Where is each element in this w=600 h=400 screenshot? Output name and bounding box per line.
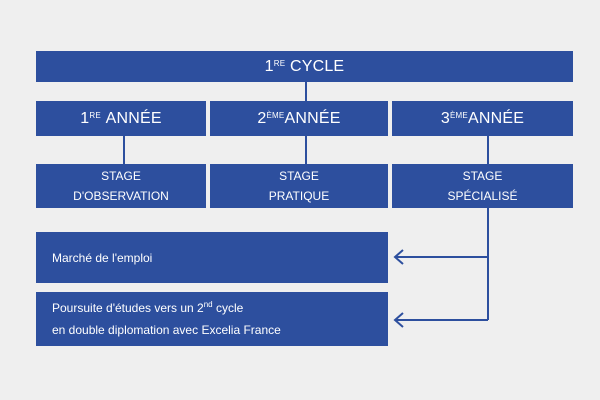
stage-line1: STAGE [101,169,141,183]
outcome-job-market: Marché de l'emploi [36,232,388,283]
outcome-further-studies: Poursuite d'études vers un 2nd cycle en … [36,292,388,346]
year-num: 1 [80,109,90,127]
year-label: ANNÉE [467,109,525,127]
stage-line1: STAGE [462,169,503,183]
arrow-to-studies [393,312,404,328]
stage-line2: D'OBSERVATION [73,189,169,203]
year-num: 2 [257,109,267,127]
studies-line2: en double diplomation avec Excelia Franc… [52,323,281,337]
stage-line1: STAGE [279,169,319,183]
year-sup: ÈME [450,111,468,120]
year-num: 3 [440,109,451,127]
stage-line2: PRATIQUE [268,189,330,203]
stage-box-specialise: STAGE SPÉCIALISÉ [392,164,573,208]
cycle-label: CYCLE [289,57,345,75]
year-label: ANNÉE [284,109,341,127]
stage-line2: SPÉCIALISÉ [447,189,518,203]
stage-box-pratique: STAGE PRATIQUE [210,164,388,208]
year-sup: ÈME [266,111,285,120]
studies-line1: Poursuite d'études vers un 2nd cycle [52,300,244,315]
stage-box-observation: STAGE D'OBSERVATION [36,164,206,208]
job-market-label: Marché de l'emploi [52,250,153,265]
cycle-sup: RE [273,59,286,68]
year-label: ANNÉE [105,109,162,127]
cycle-num: 1 [264,57,274,75]
arrow-to-job-market [393,249,404,265]
year-sup: RE [89,111,101,120]
